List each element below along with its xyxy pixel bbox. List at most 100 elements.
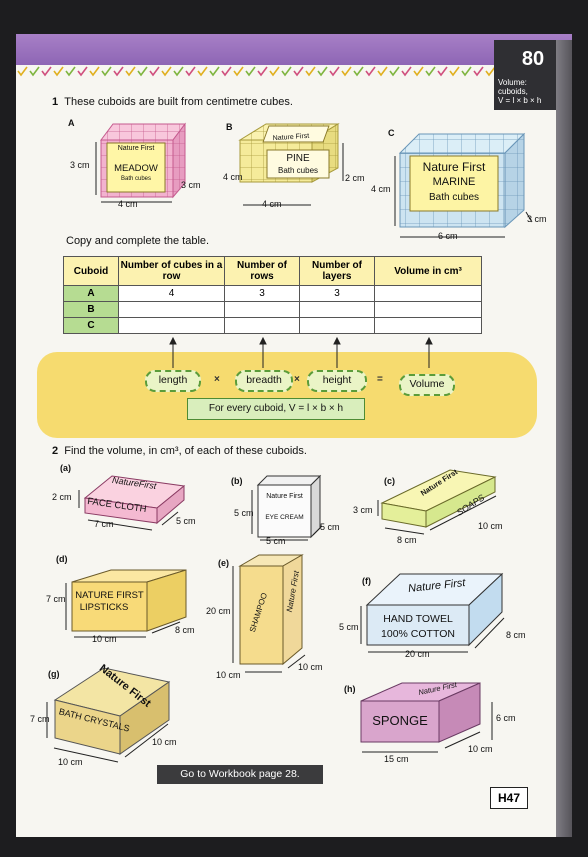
tick-mark (125, 66, 136, 77)
table-row: B (63, 301, 482, 318)
page-number: H47 (490, 787, 528, 809)
q1-heading: 1 These cuboids are built from centimetr… (52, 96, 293, 108)
item-a-dim: 7 cm (94, 519, 114, 529)
formula-box: For every cuboid, V = l × b × h (187, 398, 365, 420)
table-cell: A (63, 285, 119, 302)
item-e-dim: 10 cm (216, 670, 241, 680)
table-header: Number of rows (224, 256, 300, 286)
item-a-dim: 2 cm (52, 492, 72, 502)
item-d-dim: 7 cm (46, 594, 66, 604)
item-d-label: LIPSTICKS (79, 602, 129, 613)
tick-mark (89, 66, 100, 77)
item-h-letter: (h) (344, 684, 356, 694)
cuboid-2d (71, 569, 187, 632)
tick-mark (341, 66, 352, 77)
item-g-dim: 10 cm (152, 737, 177, 747)
tick-mark (137, 66, 148, 77)
formula-height: height (307, 370, 367, 392)
tick-mark (209, 66, 220, 77)
item-d-letter: (d) (56, 554, 68, 564)
item-b-brand: Nature First (266, 493, 303, 500)
item-b-label: EYE CREAM (265, 514, 304, 521)
unit-topic-line: V = l × b × h (498, 96, 542, 105)
cuboid-c-letter: C (388, 128, 395, 138)
tick-mark (269, 66, 280, 77)
tick-mark (101, 66, 112, 77)
item-c-letter: (c) (384, 476, 395, 486)
tick-mark (53, 66, 64, 77)
tick-mark (185, 66, 196, 77)
tick-mark (317, 66, 328, 77)
cuboid-2g (53, 667, 171, 755)
item-g-dim: 10 cm (58, 757, 83, 767)
tick-mark (305, 66, 316, 77)
table-arrows (169, 336, 433, 368)
item-e-letter: (e) (218, 558, 229, 568)
table-row: C (63, 317, 482, 334)
item-d-dim: 10 cm (92, 634, 117, 644)
tick-mark (365, 66, 376, 77)
item-d-dim: 8 cm (175, 625, 195, 635)
highlight-band (37, 352, 537, 438)
item-b-dim: 5 cm (320, 522, 340, 532)
unit-topic-line: Volume: (498, 78, 527, 87)
formula-length: length (145, 370, 201, 392)
cuboid-c-name: MARINE (432, 176, 476, 188)
item-g-letter: (g) (48, 669, 60, 679)
table-cell (224, 301, 300, 318)
table-cell: 3 (299, 285, 375, 302)
cuboid-a-depth: 3 cm (181, 180, 201, 190)
q2-number: 2 (52, 445, 59, 457)
tick-mark (353, 66, 364, 77)
table-row: A 4 3 3 (63, 285, 482, 302)
cuboid-b (238, 123, 340, 183)
table-cell (374, 301, 482, 318)
cuboid-c-depth: 3 cm (527, 214, 547, 224)
table-cell (299, 317, 375, 334)
cuboid-a-name: MEADOW (114, 163, 158, 174)
table-intro: Copy and complete the table. (66, 235, 210, 247)
tick-mark (437, 66, 448, 77)
cuboid-2e (238, 554, 304, 666)
tick-mark (389, 66, 400, 77)
table-cell (374, 317, 482, 334)
q2-text: Find the volume, in cm³, of each of thes… (64, 445, 307, 457)
unit-number: 80 (521, 48, 545, 70)
tick-mark (233, 66, 244, 77)
item-h-dim: 15 cm (384, 754, 409, 764)
item-f-letter: (f) (362, 576, 371, 586)
item-d-brand: NATURE FIRST (75, 590, 144, 601)
tick-mark (461, 66, 472, 77)
tick-mark (425, 66, 436, 77)
tick-mark (329, 66, 340, 77)
tick-mark (221, 66, 232, 77)
tick-mark (161, 66, 172, 77)
cuboid-c (398, 132, 526, 229)
q1-dimension-lines (95, 142, 533, 238)
cuboid-a-width: 4 cm (118, 199, 138, 209)
cuboid-b-width: 4 cm (262, 199, 282, 209)
tick-mark (473, 66, 484, 77)
table-cell (374, 285, 482, 302)
page-edge (556, 40, 572, 837)
formula-volume: Volume (399, 374, 455, 396)
item-b-dim: 5 cm (234, 508, 254, 518)
cuboid-c-height: 4 cm (371, 184, 391, 194)
q2-dimension-lines (46, 490, 505, 763)
volume-table: Cuboid Number of cubes in a row Number o… (63, 256, 482, 334)
header-band (16, 34, 572, 65)
item-c-dim: 10 cm (478, 521, 503, 531)
item-b-letter: (b) (231, 476, 243, 486)
item-f-label1: HAND TOWEL (383, 613, 453, 625)
item-g-dim: 7 cm (30, 714, 50, 724)
item-c-dim: 3 cm (353, 505, 373, 515)
item-a-dim: 5 cm (176, 516, 196, 526)
table-cell: 4 (118, 285, 225, 302)
cuboid-2a (83, 475, 186, 525)
cuboid-b-name: PINE (286, 153, 310, 164)
tick-mark (41, 66, 52, 77)
table-header: Number of cubes in a row (118, 256, 225, 286)
cuboid-c-sub: Bath cubes (428, 192, 480, 203)
tick-mark (281, 66, 292, 77)
cuboid-c-brand: Nature First (422, 160, 486, 174)
